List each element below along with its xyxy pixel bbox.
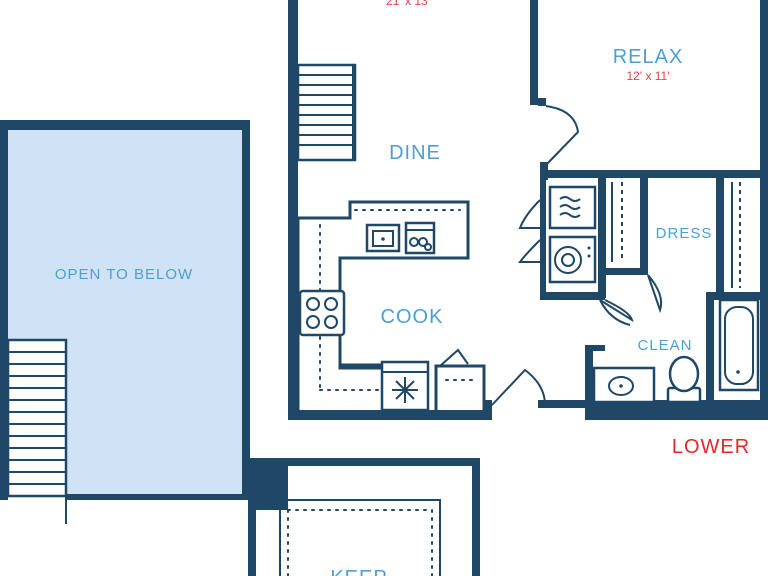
dine-label: DINE [389, 142, 441, 164]
relax-label: RELAX [613, 46, 684, 68]
vanity-sink-icon [592, 366, 656, 404]
relax-dimension-label: 12' x 11' [626, 69, 669, 83]
clean-label: CLEAN [637, 337, 692, 354]
keep-room [248, 458, 480, 576]
open-to-below-label: OPEN TO BELOW [55, 266, 193, 283]
dishwasher-icon [404, 221, 436, 255]
closet-shelves [611, 182, 741, 288]
microwave-icon [548, 185, 597, 230]
dine-dimension-label: 21' x 13' [386, 0, 430, 8]
exterior-walls [288, 0, 768, 420]
bathtub-icon [718, 298, 760, 392]
toilet-icon [666, 355, 702, 404]
door-swing-icon [484, 368, 546, 420]
kitchen-counters [296, 200, 470, 410]
refrigerator-icon [380, 360, 430, 412]
interior-walls [518, 98, 768, 410]
keep-label: KEEP [330, 567, 387, 576]
sink-icon [365, 223, 401, 253]
stairs-icon [296, 63, 357, 162]
range-icon [298, 289, 346, 337]
pantry [434, 348, 486, 410]
cook-label: COOK [381, 306, 444, 328]
level-label: LOWER [672, 436, 750, 458]
dress-label: DRESS [656, 225, 713, 242]
washer-icon [548, 235, 597, 284]
stairs-icon [6, 338, 68, 498]
